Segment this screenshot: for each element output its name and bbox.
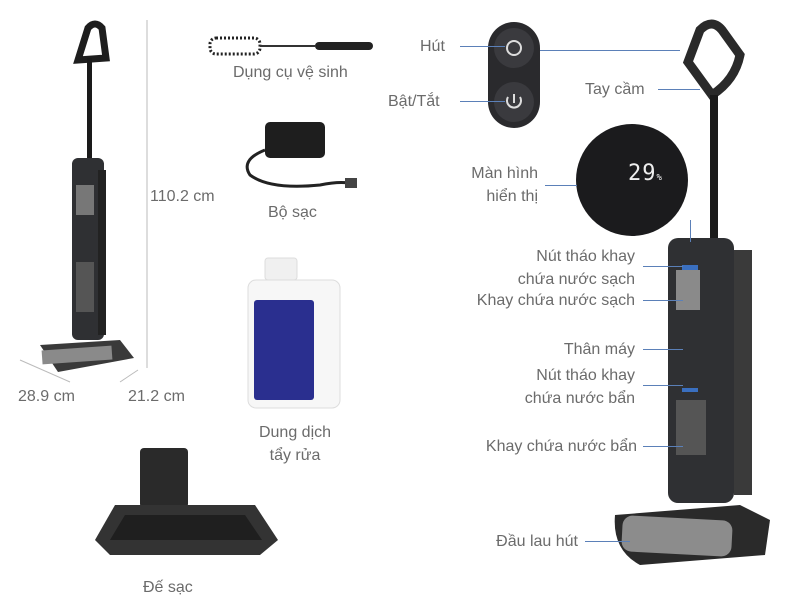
- battery-value: 29: [628, 161, 657, 186]
- length-dimension-line: [19, 359, 71, 383]
- vacuum-right-image: [614, 19, 770, 565]
- charger-label: Bộ sạc: [268, 204, 317, 221]
- cleaning-solution-line-2: tẩy rửa: [269, 447, 321, 464]
- head-label: Đầu lau hút: [496, 533, 578, 550]
- charger-image: [245, 122, 357, 188]
- suction-button-icon: [506, 40, 522, 56]
- clean-tank-release-leader-line: [643, 266, 683, 267]
- clean-tank-label: Khay chứa nước sạch: [476, 292, 635, 309]
- cleaning-solution-line-1: Dung dịch: [258, 424, 332, 441]
- clean-tank-release-line-2: chứa nước sạch: [517, 271, 635, 288]
- head-leader-line: [585, 541, 630, 542]
- control-buttons-image: [488, 22, 540, 128]
- dirty-tank-label: Khay chứa nước bẩn: [485, 438, 637, 455]
- width-dimension-line: [119, 369, 139, 383]
- power-icon: [506, 94, 522, 109]
- battery-percentage: 29%: [628, 162, 663, 190]
- handle-leader-line: [658, 89, 700, 90]
- body-label: Thân máy: [563, 341, 635, 358]
- display-connector-line: [690, 220, 691, 242]
- dirty-tank-release-label: Nút tháo khay chứa nước bẩn: [460, 364, 635, 410]
- cleaning-brush-image: [208, 36, 373, 56]
- handle-label: Tay cầm: [585, 81, 645, 98]
- display-leader-line: [545, 185, 577, 186]
- clean-tank-leader-line: [643, 300, 683, 301]
- suction-leader-line: [460, 46, 505, 47]
- display-label: Màn hình hiển thị: [440, 162, 538, 208]
- display-screen-image: [576, 124, 688, 236]
- power-leader-line: [460, 101, 505, 102]
- battery-unit: %: [656, 173, 663, 183]
- body-leader-line: [643, 349, 683, 350]
- length-dimension-label: 28.9 cm: [18, 388, 75, 405]
- button-leader-line: [540, 50, 680, 51]
- dirty-tank-release-line-2: chứa nước bẩn: [524, 390, 635, 407]
- clean-tank-release-line-1: Nút tháo khay: [536, 248, 635, 265]
- cleaning-solution-label: Dung dịch tẩy rửa: [240, 421, 350, 467]
- dock-label: Đế sạc: [143, 579, 193, 596]
- dirty-tank-release-leader-line: [643, 385, 683, 386]
- clean-tank-release-label: Nút tháo khay chứa nước sạch: [460, 245, 635, 291]
- display-label-line-2: hiển thị: [486, 188, 538, 205]
- power-label: Bật/Tắt: [388, 93, 440, 110]
- cleaning-solution-bottle-image: [247, 257, 341, 409]
- width-dimension-label: 21.2 cm: [128, 388, 185, 405]
- dirty-tank-release-line-1: Nút tháo khay: [536, 367, 635, 384]
- height-dimension-label: 110.2 cm: [150, 188, 215, 205]
- dirty-tank-leader-line: [643, 446, 683, 447]
- vacuum-left-image: [40, 20, 134, 372]
- brush-label: Dụng cụ vệ sinh: [233, 64, 348, 81]
- suction-label: Hút: [420, 38, 445, 55]
- charging-dock-image: [95, 448, 278, 555]
- display-label-line-1: Màn hình: [471, 165, 538, 182]
